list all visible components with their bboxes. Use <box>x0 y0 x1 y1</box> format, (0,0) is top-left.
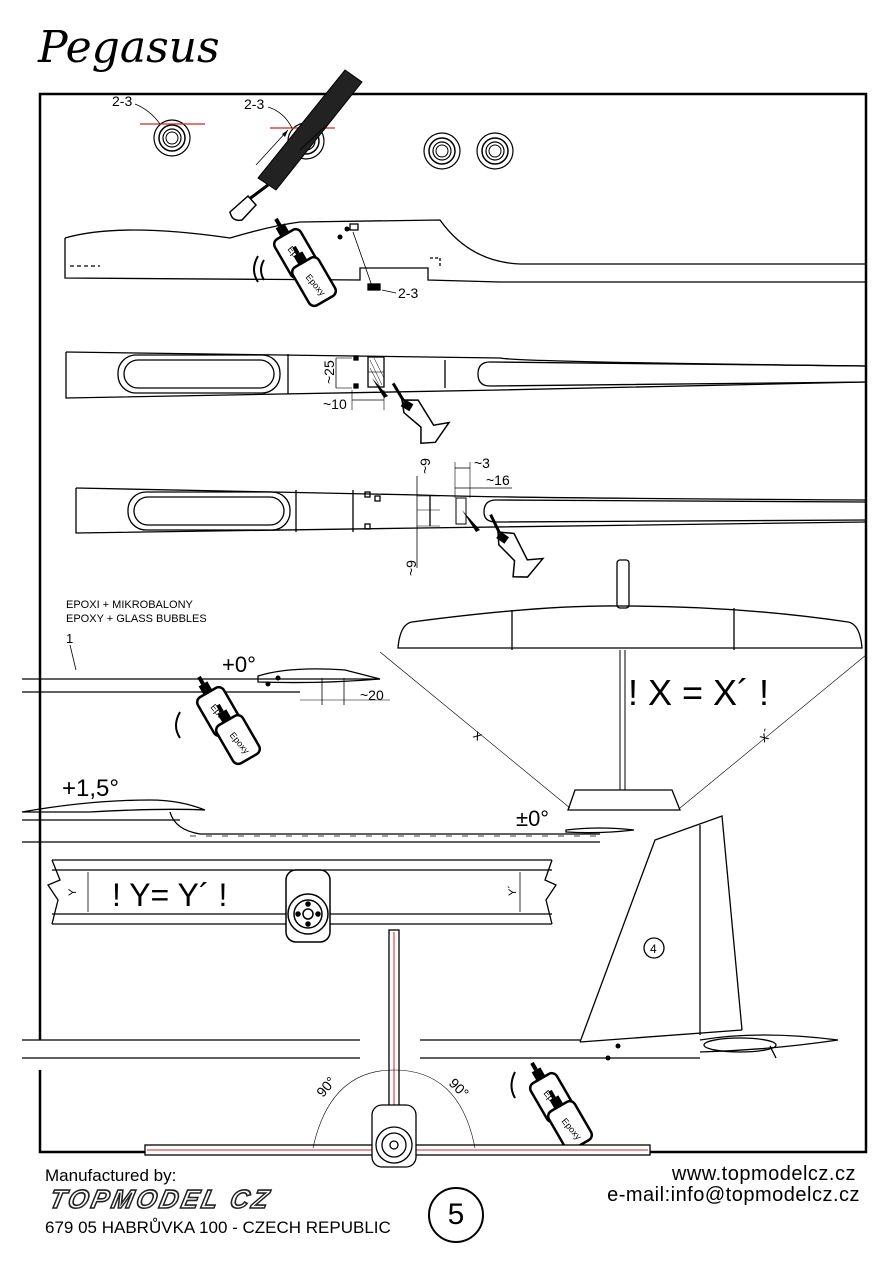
angle-label: 90° <box>446 1075 472 1101</box>
page-number: 5 <box>428 1187 484 1243</box>
part-label-1: 1 <box>66 631 73 646</box>
glue-tube <box>372 381 454 452</box>
fuselage-top-view-2 <box>75 462 867 568</box>
y-equality-note: ! Y= Y´ ! <box>112 877 227 913</box>
angle-label: 90° <box>313 1073 339 1100</box>
dim-label: ~16 <box>486 472 510 488</box>
x-label: x <box>471 726 486 743</box>
wing-front-view <box>379 559 867 811</box>
manufactured-by-label: Manufactured by: <box>45 1166 177 1185</box>
part-label-4: 4 <box>650 942 657 956</box>
glue-tube <box>467 513 548 587</box>
fuselage-tail-end <box>285 869 331 943</box>
ref-label: 2-3 <box>244 96 264 112</box>
x-label: x´ <box>756 725 775 745</box>
dim-label: ~10 <box>323 396 347 412</box>
epoxy-bottles: Epoxy Epoxy <box>253 210 350 310</box>
email-link[interactable]: e-mail:info@topmodelcz.cz <box>607 1184 860 1206</box>
vertical-fin <box>22 815 839 1059</box>
angle-label: ±0° <box>516 806 549 831</box>
washer-step: 2-3 2-3 <box>112 93 514 170</box>
dim-label: ~9 <box>403 560 419 576</box>
angle-label: +1,5° <box>62 775 119 802</box>
glue-note-en: EPOXY + GLASS BUBBLES <box>66 613 207 625</box>
stabilizer-section <box>21 799 635 843</box>
tail-rear-view <box>144 929 651 1168</box>
epoxy-bottles: Epoxy Epoxy <box>510 1043 621 1154</box>
page-frame <box>38 92 868 1154</box>
y-label: Y´ <box>507 885 519 896</box>
dim-label: ~20 <box>360 687 384 703</box>
document-title: Pegasus <box>37 22 220 73</box>
y-label: Y <box>67 888 79 896</box>
dim-label: ~25 <box>321 360 337 384</box>
manufacturer-logo: TOPMODEL CZ <box>46 1183 275 1215</box>
file-tool <box>229 69 363 222</box>
glue-note-cz: EPOXI + MIKROBALONY <box>66 599 194 611</box>
angle-label: +0° <box>222 652 256 677</box>
fuselage-side-view <box>64 219 866 291</box>
epoxy-bottles: Epoxy Epoxy <box>175 668 281 768</box>
ref-label: 2-3 <box>112 93 132 109</box>
website-link[interactable]: www.topmodelcz.cz <box>671 1163 856 1185</box>
dim-label: ~9 <box>417 458 433 474</box>
x-equality-note: ! X = X´ ! <box>628 672 769 713</box>
dim-label: ~3 <box>474 455 490 471</box>
ref-label: 2-3 <box>398 285 418 301</box>
manufacturer-address: 679 05 HABRŮVKA 100 - CZECH REPUBLIC <box>45 1218 391 1237</box>
fuselage-top-view-1 <box>65 351 867 410</box>
